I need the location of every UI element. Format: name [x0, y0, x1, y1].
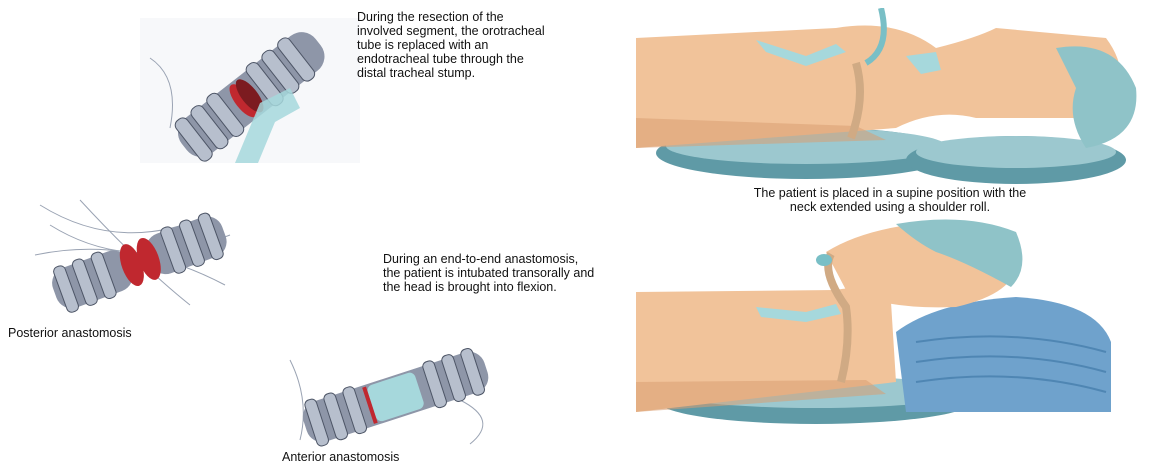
supine-caption: The patient is placed in a supine positi… — [660, 186, 1120, 214]
trachea-intubated-illustration — [140, 18, 360, 163]
flexion-caption: During an end-to-end anastomosis, the pa… — [383, 252, 643, 294]
supine-patient-illustration — [636, 8, 1144, 184]
anterior-anastomosis-label: Anterior anastomosis — [282, 450, 502, 464]
posterior-anastomosis-label: Posterior anastomosis — [8, 326, 228, 340]
folded-blanket — [896, 297, 1111, 412]
posterior-anastomosis-illustration — [20, 195, 250, 320]
flexion-patient-illustration — [636, 212, 1144, 426]
intubation-caption: During the resection of the involved seg… — [357, 10, 597, 80]
anterior-anastomosis-illustration — [280, 340, 510, 448]
